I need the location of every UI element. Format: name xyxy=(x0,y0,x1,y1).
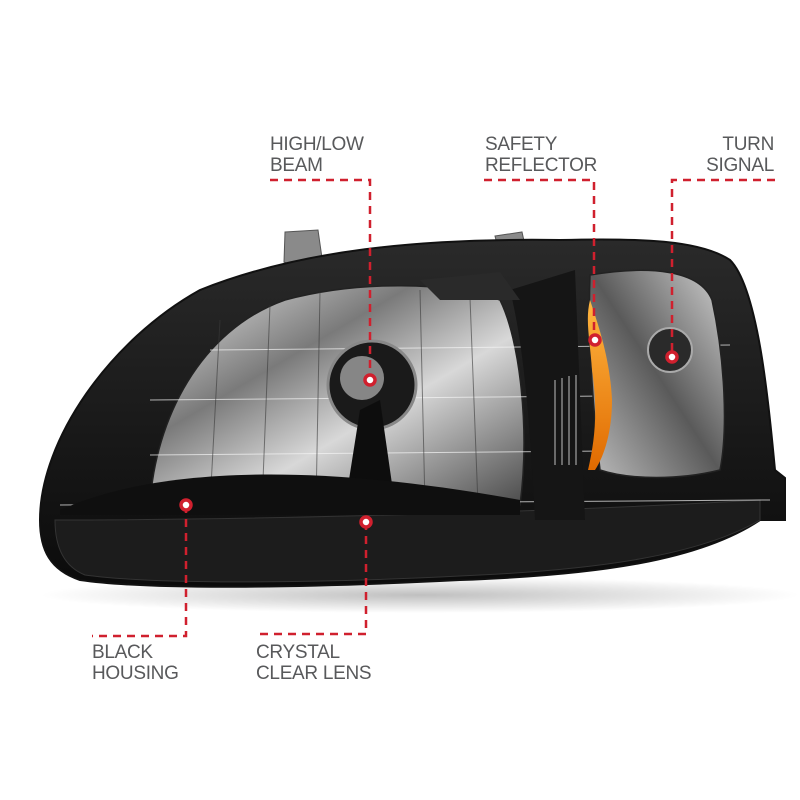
label-line: CRYSTAL xyxy=(256,642,340,663)
label-high-low-beam: HIGH/LOW BEAM xyxy=(270,134,364,176)
label-line: TURN xyxy=(722,134,774,155)
label-line: HOUSING xyxy=(92,663,179,684)
label-line: SAFETY xyxy=(485,134,558,155)
label-safety-reflector: SAFETY REFLECTOR xyxy=(485,134,597,176)
label-black-housing: BLACK HOUSING xyxy=(92,642,179,684)
callout-dots xyxy=(179,333,679,529)
turn-signal-reflector xyxy=(588,269,726,479)
divider-panel xyxy=(510,270,585,520)
dot-crystal-clear-lens xyxy=(359,515,373,529)
label-crystal-clear-lens: CRYSTAL CLEAR LENS xyxy=(256,642,372,684)
dot-black-housing xyxy=(179,498,193,512)
lower-trim xyxy=(54,499,761,583)
turn-signal-bulb xyxy=(647,327,693,373)
dot-safety-reflector xyxy=(588,333,602,347)
dot-turn-signal xyxy=(665,350,679,364)
label-line: REFLECTOR xyxy=(485,155,598,176)
label-line: BEAM xyxy=(270,155,323,176)
label-line: HIGH/LOW xyxy=(270,134,364,155)
callout-lines xyxy=(92,178,775,638)
label-line: CLEAR LENS xyxy=(256,663,372,684)
label-turn-signal: TURN SIGNAL xyxy=(706,134,774,176)
inner-lip xyxy=(60,474,520,515)
label-line: BLACK xyxy=(92,642,153,663)
label-line: SIGNAL xyxy=(706,155,774,176)
dot-high-low-beam xyxy=(363,373,377,387)
